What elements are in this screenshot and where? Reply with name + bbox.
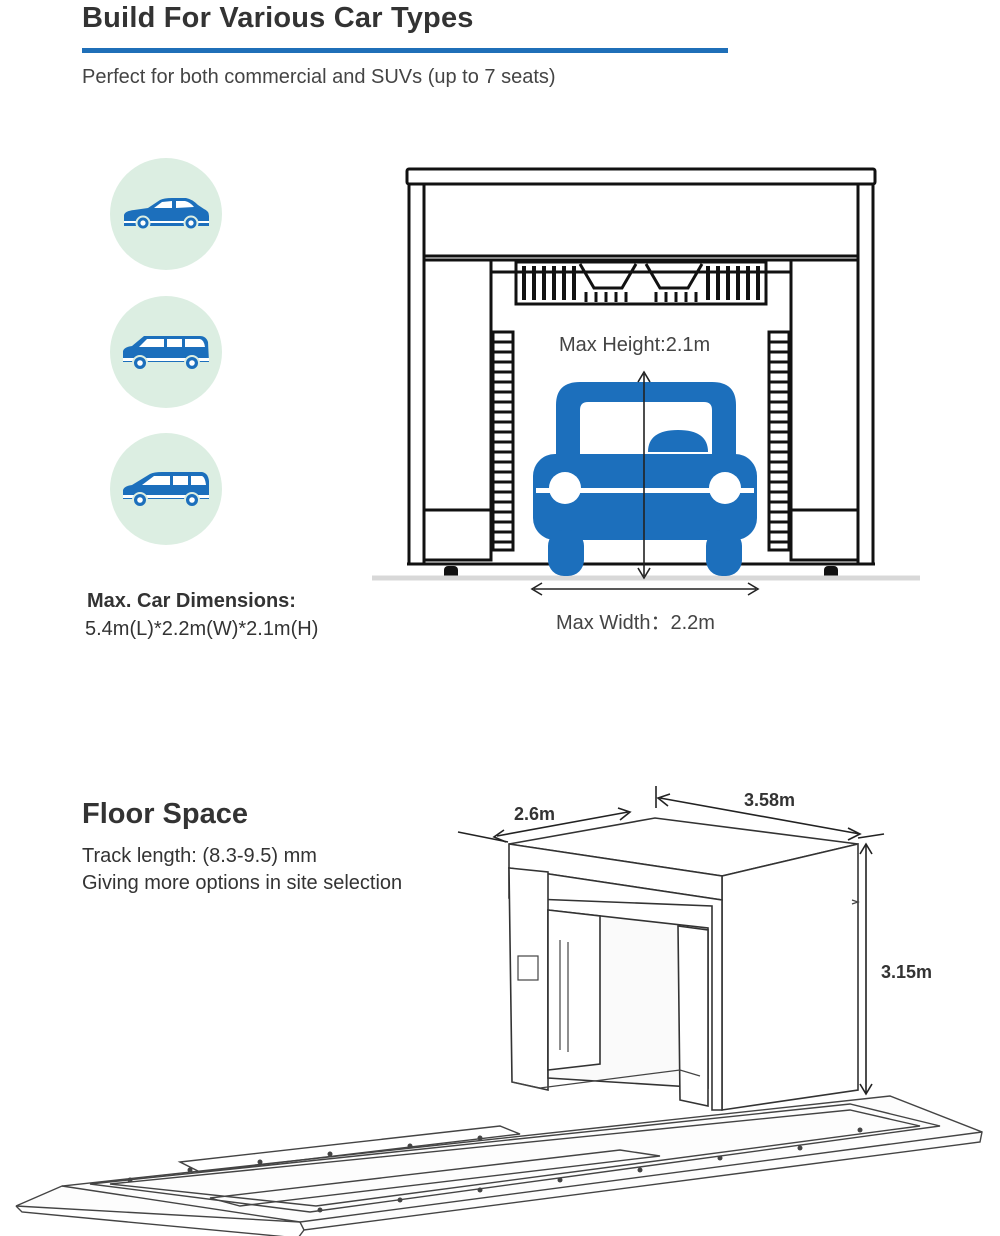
title-underline xyxy=(82,48,728,53)
floor-height-label: 3.15m xyxy=(881,962,933,982)
car-type-suv xyxy=(110,296,222,408)
site-selection-text: Giving more options in site selection xyxy=(82,872,403,894)
mpv-car-icon xyxy=(123,472,209,508)
floor-space-diagram xyxy=(15,786,983,1236)
car-wash-front-diagram xyxy=(372,167,920,596)
front-car-icon xyxy=(533,382,757,576)
max-dimensions-value: 5.4m(L)*2.2m(W)*2.1m(H) xyxy=(85,618,319,640)
max-dimensions-label: Max. Car Dimensions: xyxy=(87,590,296,612)
car-type-sedan xyxy=(110,158,222,270)
track-length-text: Track length: (8.3-9.5) mm xyxy=(82,845,317,867)
suv-car-icon xyxy=(123,336,209,371)
max-width-label: Max Width：2.2m xyxy=(556,612,715,634)
floor-width-label: 2.6m xyxy=(514,804,556,824)
car-type-mpv xyxy=(110,433,222,545)
max-height-label: Max Height:2.1m xyxy=(559,334,711,356)
sedan-car-icon xyxy=(124,198,209,231)
floor-space-title: Floor Space xyxy=(82,798,248,830)
floor-length-label: 3.58m xyxy=(744,790,796,810)
page-subtitle: Perfect for both commercial and SUVs (up… xyxy=(82,66,556,88)
page-title: Build For Various Car Types xyxy=(82,2,474,34)
